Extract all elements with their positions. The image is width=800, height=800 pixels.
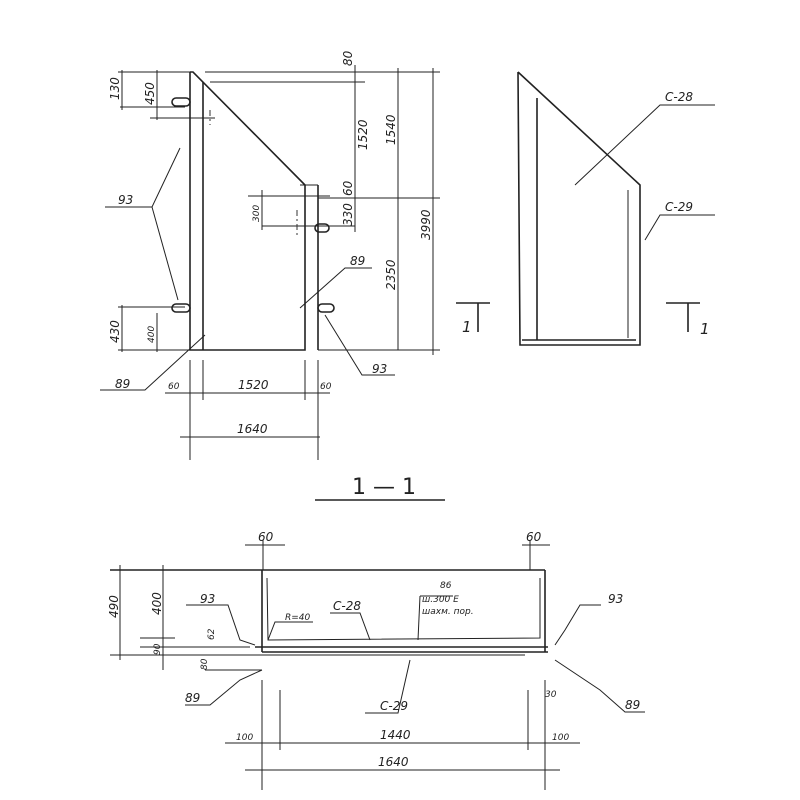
label-89-left: 89 xyxy=(115,377,130,391)
section-mark-left: 1 xyxy=(462,318,472,336)
label-rebar-86: 86 xyxy=(440,581,452,591)
dim-80: 80 xyxy=(341,50,355,66)
label-rebar-spacing: ш.300 Е xyxy=(422,595,459,605)
dim-130: 130 xyxy=(108,77,122,100)
label-89-right: 89 xyxy=(350,254,365,268)
dim-1640: 1640 xyxy=(237,422,268,436)
label-c29: С-29 xyxy=(665,200,693,214)
dim-1640-section: 1640 xyxy=(378,755,409,769)
dim-30: 30 xyxy=(545,690,557,700)
label-c28-section: С-28 xyxy=(333,599,361,613)
dim-90: 90 xyxy=(153,643,163,655)
label-rebar-pattern: шахм. пор. xyxy=(422,607,474,617)
section-view: 490 400 90 62 80 60 60 30 100 1440 100 1… xyxy=(107,530,645,790)
dim-100-left: 100 xyxy=(236,733,253,743)
label-93-section-right: 93 xyxy=(608,592,623,606)
dim-490: 490 xyxy=(107,595,121,618)
dim-80-section: 80 xyxy=(200,658,210,670)
bolt-bottom-right xyxy=(317,303,335,313)
dim-100-right: 100 xyxy=(552,733,569,743)
dim-62: 62 xyxy=(207,628,217,640)
bolt-mid-right xyxy=(314,223,330,233)
dim-60-left-width: 60 xyxy=(168,382,180,392)
dim-60-right: 60 xyxy=(341,180,355,196)
dim-430: 430 xyxy=(108,320,122,343)
dim-2350: 2350 xyxy=(384,259,398,290)
dim-1540: 1540 xyxy=(384,114,398,145)
label-c29-section: С-29 xyxy=(380,699,408,713)
dim-450: 450 xyxy=(143,82,157,105)
bolt-top-left xyxy=(171,97,191,107)
section-title: 1 — 1 xyxy=(352,475,416,500)
dim-1520-vertical: 1520 xyxy=(356,119,370,150)
dim-60-top-right: 60 xyxy=(526,530,542,544)
label-radius: R=40 xyxy=(285,613,311,623)
label-93-left: 93 xyxy=(118,193,133,207)
label-c28: С-28 xyxy=(665,90,693,104)
dim-1440: 1440 xyxy=(380,728,411,742)
bolt-bottom-left xyxy=(171,303,191,313)
dim-400-section: 400 xyxy=(150,592,164,615)
side-outline xyxy=(517,71,641,346)
label-89-section-right: 89 xyxy=(625,698,640,712)
front-outline xyxy=(189,71,306,351)
dim-1520-width: 1520 xyxy=(238,378,269,392)
label-89-section-left: 89 xyxy=(185,691,200,705)
label-93-section-left: 93 xyxy=(200,592,215,606)
section-mark-right: 1 xyxy=(700,320,710,338)
label-93-right: 93 xyxy=(372,362,387,376)
dim-300: 300 xyxy=(252,205,262,222)
dim-60-right-width: 60 xyxy=(320,382,332,392)
side-view: С-28 С-29 1 1 xyxy=(456,71,715,346)
dim-330: 330 xyxy=(341,203,355,226)
front-view: 80 1520 1540 3990 60 330 2350 130 450 30… xyxy=(100,50,440,460)
dim-60-top-left: 60 xyxy=(258,530,274,544)
dim-3990: 3990 xyxy=(419,209,433,240)
dim-400: 400 xyxy=(147,326,157,343)
